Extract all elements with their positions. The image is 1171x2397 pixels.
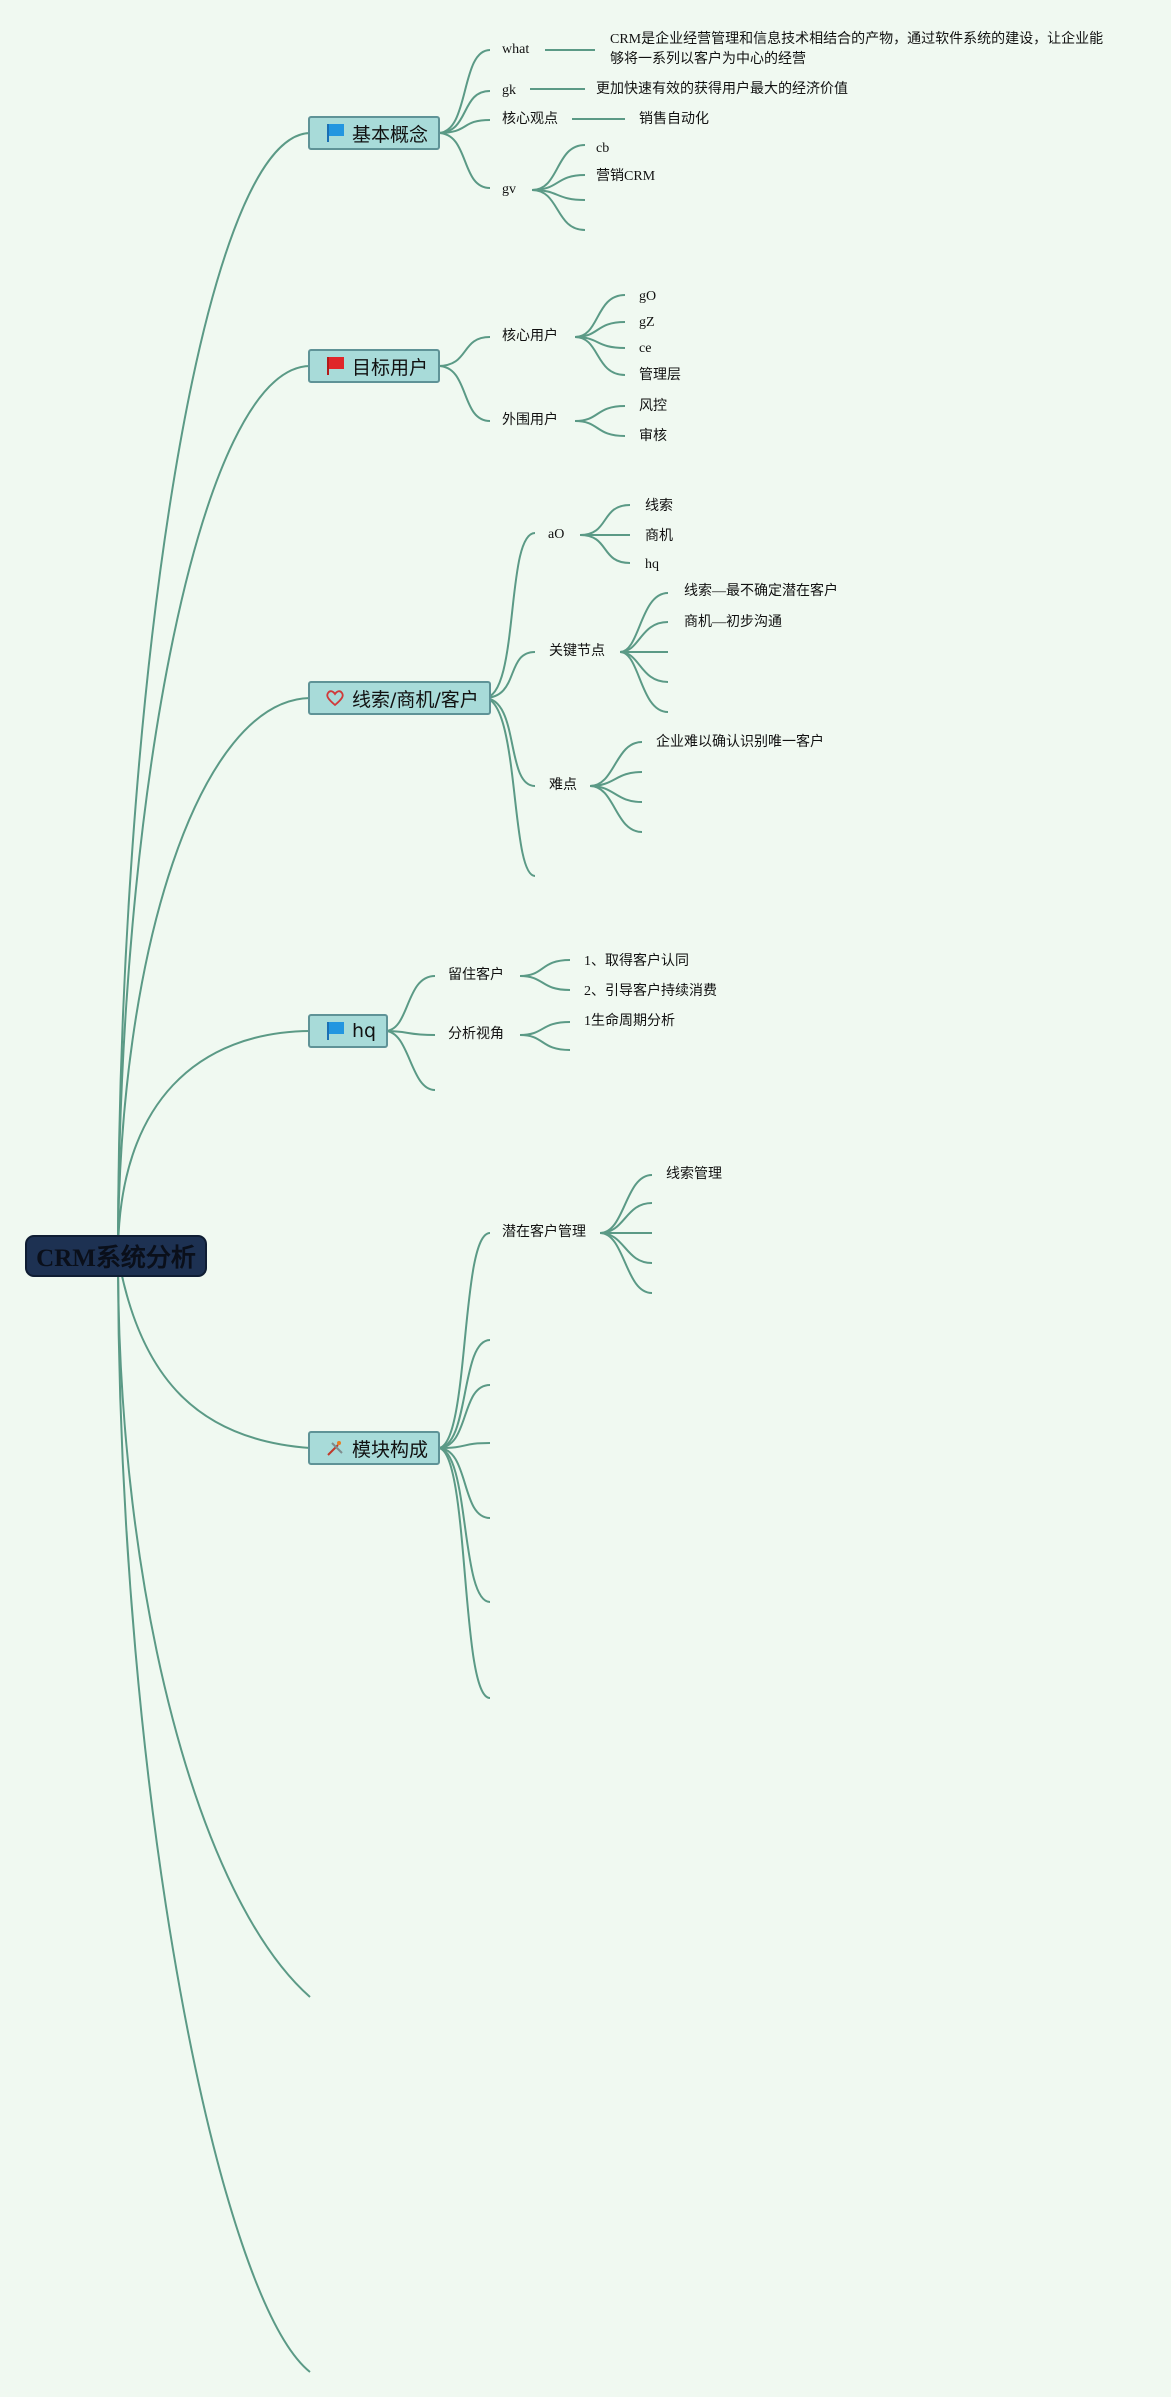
node-an-1[interactable]: 1生命周期分析 [584, 1014, 675, 1029]
node-ao[interactable]: aO [548, 527, 565, 542]
red-flag-icon [324, 355, 346, 377]
node-what-desc[interactable]: CRM是企业经营管理和信息技术相结合的产物，通过软件系统的建设，让企业能够将一系… [610, 32, 1104, 67]
node-gv[interactable]: gv [502, 182, 516, 197]
topic-label: 目标用户 [352, 356, 429, 379]
node-gk-desc[interactable]: 更加快速有效的获得用户最大的经济价值 [596, 82, 848, 97]
node-rt-2[interactable]: 2、引导客户持续消费 [584, 984, 717, 999]
node-cu-1[interactable]: gO [639, 289, 657, 304]
topic-label: 模块构成 [352, 1438, 429, 1461]
node-analysis[interactable]: 分析视角 [448, 1027, 504, 1042]
node-retain[interactable]: 留住客户 [448, 968, 504, 983]
blue-flag-icon [324, 1020, 346, 1042]
node-gv-1[interactable]: cb [596, 141, 610, 156]
node-outer-users[interactable]: 外围用户 [502, 413, 558, 428]
topic-hq[interactable]: hq [308, 1014, 389, 1048]
tools-icon [324, 1437, 346, 1459]
node-core-view-desc[interactable]: 销售自动化 [639, 112, 709, 127]
node-ao-1[interactable]: 线索 [645, 499, 673, 514]
node-potential[interactable]: 潜在客户管理 [502, 1225, 586, 1240]
node-cu-2[interactable]: gZ [639, 315, 655, 330]
node-df-1[interactable]: 企业难以确认识别唯一客户 [656, 735, 824, 750]
node-kn-1[interactable]: 线索—最不确定潜在客户 [684, 584, 838, 599]
topic-label: 线索/商机/客户 [352, 688, 479, 711]
node-difficulty[interactable]: 难点 [549, 778, 577, 793]
node-ou-2[interactable]: 审核 [639, 429, 667, 444]
topic-label: hq [352, 1020, 377, 1042]
root-label: CRM系统分析 [36, 1245, 196, 1272]
topic-label: 基本概念 [352, 123, 429, 146]
node-gk[interactable]: gk [502, 83, 516, 98]
node-ao-3[interactable]: hq [645, 557, 659, 572]
topic-module-composition[interactable]: 模块构成 [308, 1431, 441, 1465]
root-node[interactable]: CRM系统分析 [25, 1235, 207, 1277]
node-ou-1[interactable]: 风控 [639, 399, 667, 414]
topic-leads-opportunities-customers[interactable]: 线索/商机/客户 [308, 681, 491, 715]
node-kn-2[interactable]: 商机—初步沟通 [684, 615, 782, 630]
node-key-nodes[interactable]: 关键节点 [549, 644, 605, 659]
blue-flag-icon [324, 122, 346, 144]
topic-target-users[interactable]: 目标用户 [308, 349, 441, 383]
topic-basic-concepts[interactable]: 基本概念 [308, 116, 441, 150]
node-ao-2[interactable]: 商机 [645, 529, 673, 544]
node-what[interactable]: what [502, 42, 530, 57]
node-rt-1[interactable]: 1、取得客户认同 [584, 954, 689, 969]
node-core-view[interactable]: 核心观点 [502, 112, 558, 127]
heart-icon [324, 687, 346, 709]
node-core-users[interactable]: 核心用户 [502, 329, 558, 344]
node-pt-1[interactable]: 线索管理 [666, 1167, 722, 1182]
node-gv-2[interactable]: 营销CRM [596, 169, 656, 184]
node-cu-3[interactable]: ce [639, 341, 652, 356]
node-cu-4[interactable]: 管理层 [639, 368, 681, 383]
